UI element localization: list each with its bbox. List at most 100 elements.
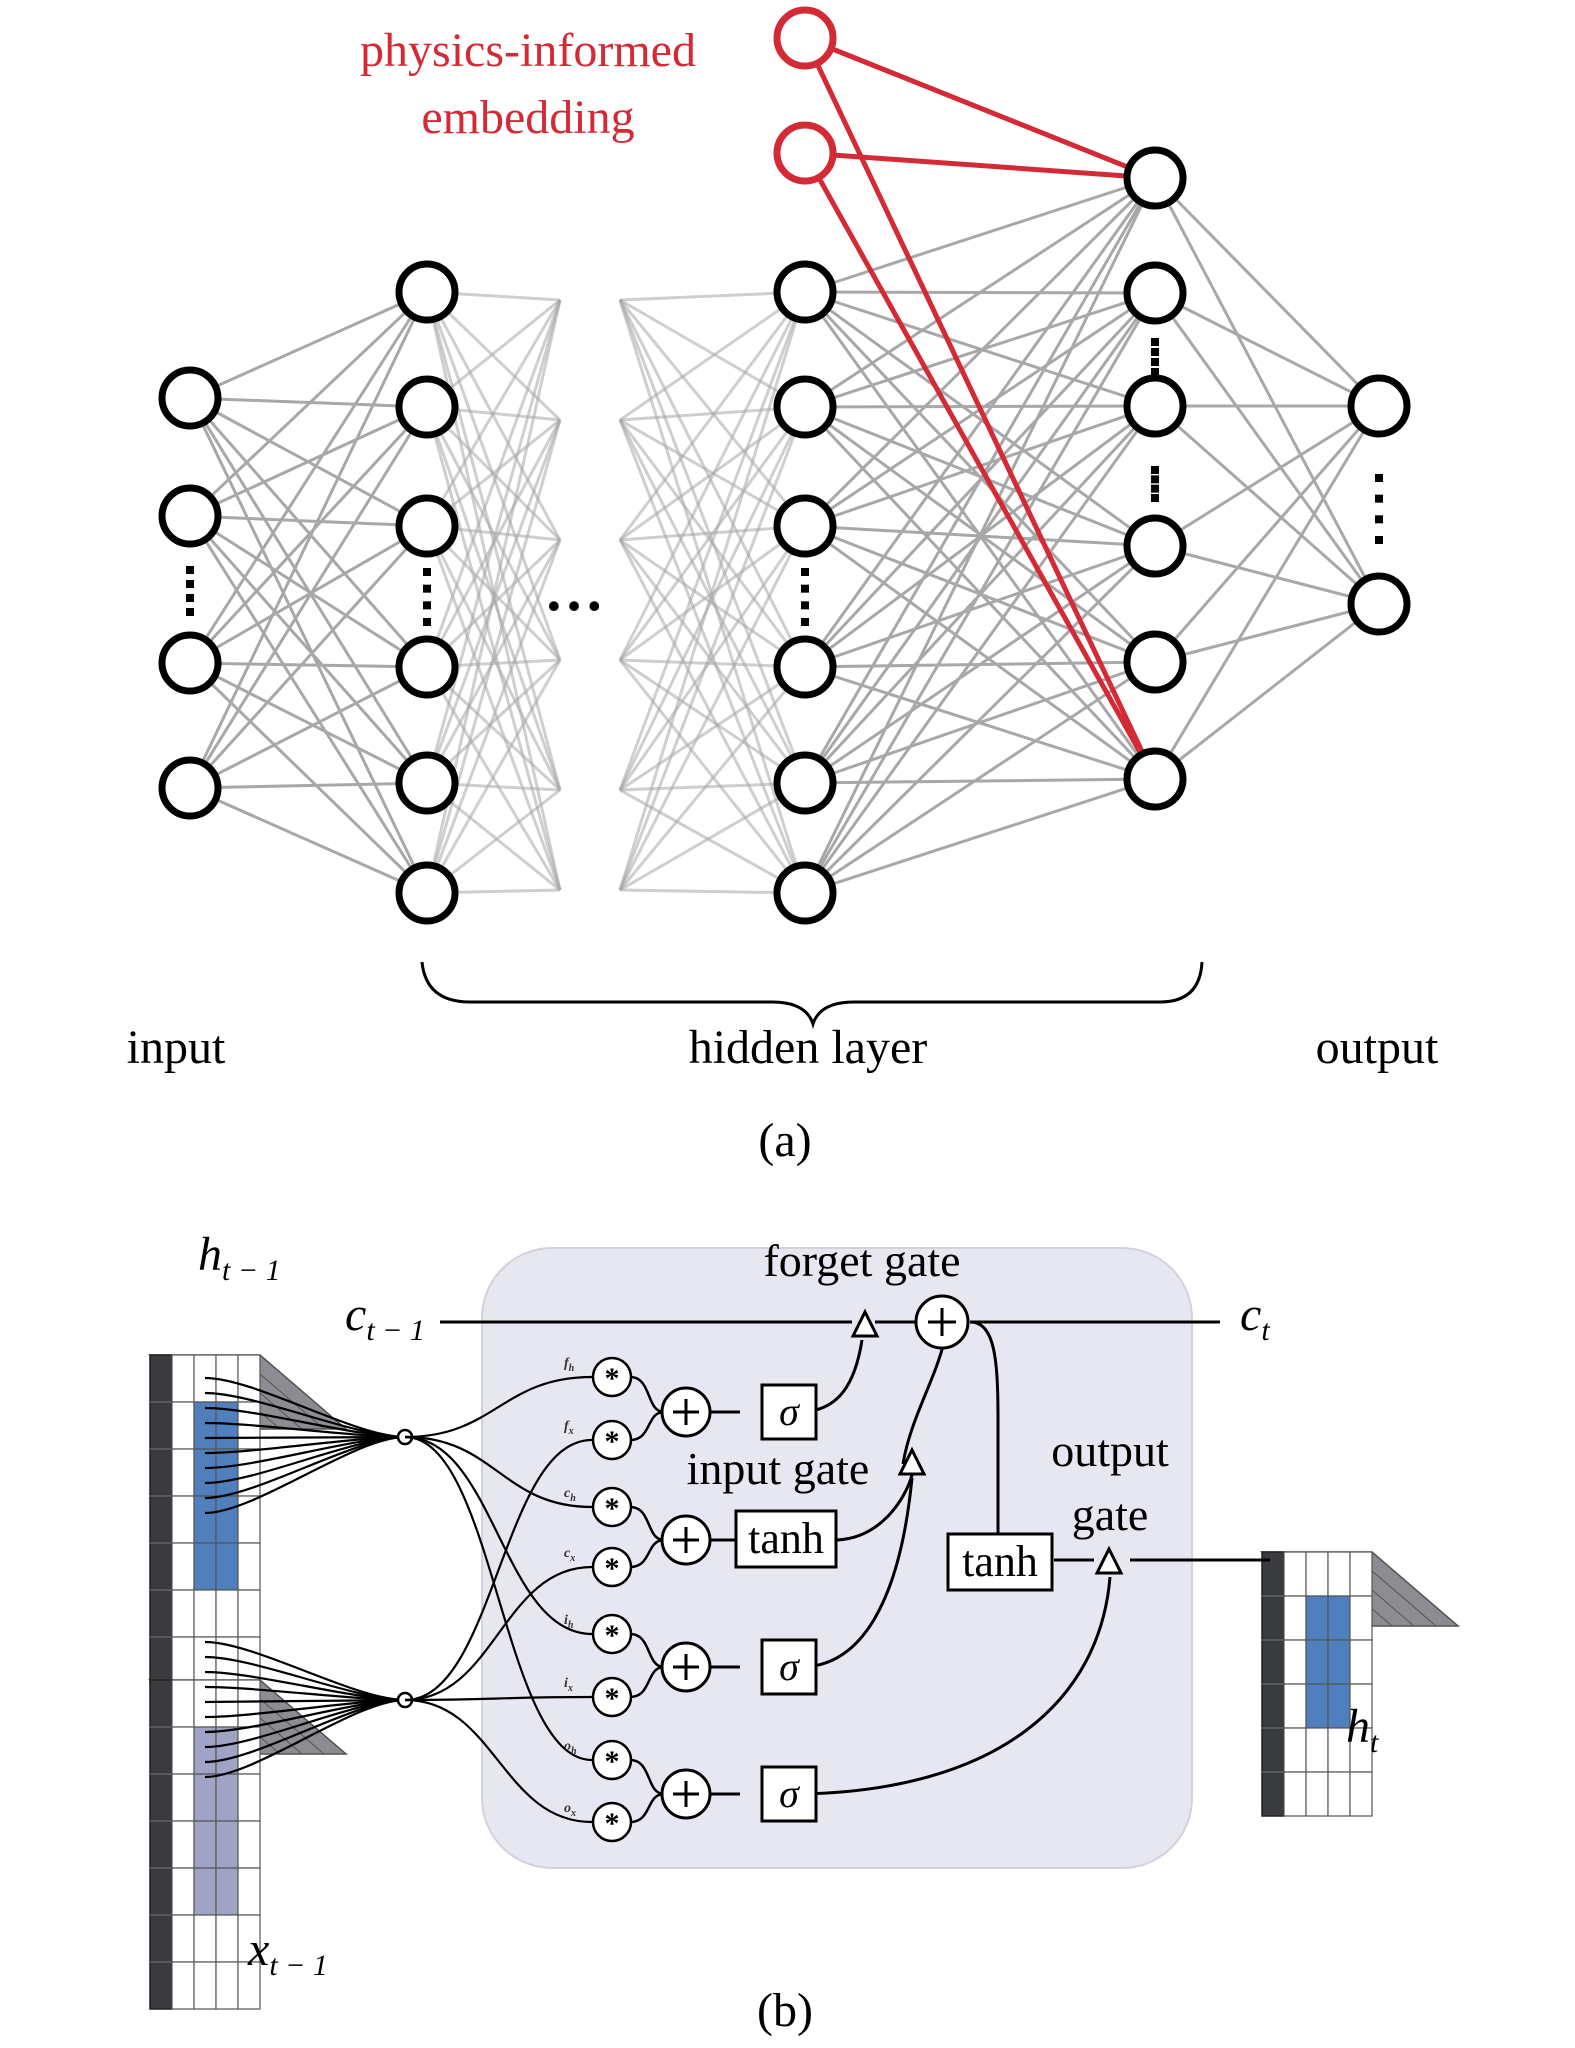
- product-line: [629, 1792, 665, 1824]
- weight-line: [404, 1698, 593, 1824]
- ellipsis-dot: [423, 568, 431, 576]
- hidden-node: [1123, 261, 1187, 325]
- multiply-symbol: *: [605, 1492, 620, 1525]
- operator-nodes: *fh*fx*ch*cx*ih*ix*oh*ox: [564, 1356, 712, 1843]
- input-gate-triangle: [897, 1446, 927, 1476]
- multiply-symbol: *: [605, 1807, 620, 1840]
- connection-line: [803, 544, 1157, 895]
- hidden-node: [1123, 630, 1187, 694]
- connection-line: [425, 659, 562, 894]
- ellipsis-dot: [1151, 368, 1159, 376]
- hidden-node: [395, 375, 459, 439]
- connection-line: [804, 544, 1156, 785]
- product-line: [629, 1632, 665, 1669]
- connection-line: [188, 397, 429, 668]
- activation-boxes: σ tanh σ σ tanh: [734, 1383, 1054, 1823]
- multiply-symbol: *: [605, 1425, 620, 1458]
- weight-line: [404, 1695, 593, 1702]
- ellipsis-dot: [1151, 475, 1159, 484]
- multiply-symbol: *: [605, 1619, 620, 1652]
- ellipsis-dot: [801, 584, 809, 593]
- connection-line: [618, 419, 807, 894]
- forget-gate-label: forget gate: [763, 1235, 960, 1286]
- embedding-line: [804, 35, 1156, 181]
- hidden-node: [773, 260, 837, 324]
- connection-line: [1153, 177, 1381, 605]
- connection-line: [804, 544, 1156, 669]
- output-gate-label-line1: output: [1051, 1425, 1169, 1476]
- connection-line: [619, 418, 806, 528]
- x-prev-label: xt − 1: [247, 1923, 328, 1982]
- weight-label: fh: [564, 1356, 575, 1374]
- input-node: [158, 631, 222, 695]
- multiply-node: [591, 1486, 633, 1528]
- ellipsis-dot: [1375, 515, 1383, 524]
- ellipsis-dot: [423, 618, 431, 626]
- vertical-ellipses: [186, 338, 1383, 626]
- ellipsis-dot: [1151, 358, 1159, 366]
- input-tanh-box: [734, 1509, 838, 1569]
- connection-line: [618, 539, 807, 894]
- product-line: [629, 1758, 665, 1796]
- output-gate-triangle: [1094, 1545, 1124, 1575]
- connection-line: [618, 539, 807, 784]
- c-prev-label: ct − 1: [345, 1288, 425, 1347]
- forget-gate-triangle: [850, 1308, 880, 1338]
- connection-line: [618, 659, 807, 894]
- product-line: [629, 1410, 665, 1442]
- weight-line: [404, 1565, 593, 1702]
- connection-line: [1153, 292, 1381, 605]
- multiply-node: [591, 1356, 633, 1398]
- connection-line: [1153, 176, 1381, 408]
- connection-line: [804, 176, 1156, 409]
- label-output: output: [1316, 1021, 1439, 1074]
- connection-line: [425, 539, 562, 894]
- fan-line: [204, 1435, 406, 1515]
- ellipsis-dot: [186, 566, 194, 574]
- connection-line: [188, 515, 429, 894]
- weight-label: cx: [564, 1546, 575, 1564]
- hidden-node: [773, 375, 837, 439]
- hidden-node: [395, 494, 459, 558]
- forget-sigma-box: [760, 1383, 818, 1441]
- connection-line: [425, 299, 562, 527]
- connection-line: [188, 291, 429, 789]
- connection-line: [189, 405, 428, 518]
- input-gate-label: input gate: [687, 1443, 870, 1494]
- connection-line: [1154, 602, 1380, 781]
- connection-line: [803, 292, 1157, 894]
- connection-line: [188, 290, 429, 518]
- ellipsis-dot: [186, 580, 194, 588]
- connection-line: [803, 176, 1157, 528]
- connection-line: [804, 660, 1156, 785]
- panel-a-network: physics-informed embedding … input hidde…: [127, 6, 1439, 1167]
- hidden-layer-ellipsis: …: [544, 557, 604, 623]
- feature-map: [147, 1354, 349, 1685]
- input-node: [158, 756, 222, 820]
- hidden-node: [395, 751, 459, 815]
- ellipsis-dot: [801, 618, 809, 626]
- connection-line: [189, 786, 428, 895]
- connection-line: [1154, 544, 1380, 606]
- cell-wires: [440, 1320, 1270, 1796]
- connection-line: [1154, 404, 1380, 548]
- ellipsis-dot: [186, 608, 194, 616]
- weight-label: oh: [564, 1739, 577, 1757]
- hidden-node: [395, 260, 459, 324]
- feature-map: [1259, 1551, 1461, 1817]
- connection-line: [804, 405, 1156, 548]
- output-tanh-box: [946, 1532, 1054, 1592]
- input-node: [158, 366, 222, 430]
- embedding-line: [804, 150, 1156, 181]
- hidden-layer-brace: [420, 961, 1204, 1029]
- ellipsis-dot: [1151, 348, 1159, 356]
- connection-line: [803, 177, 1157, 784]
- connection-line: [618, 525, 807, 891]
- connection-line: [804, 524, 1156, 781]
- connection-line: [189, 514, 428, 669]
- multiply-symbol: *: [605, 1552, 620, 1585]
- embedding-node: [773, 121, 837, 185]
- c-t-label: ct: [1240, 1288, 1270, 1347]
- label-hidden-layer: hidden layer: [689, 1021, 928, 1074]
- connection-line: [425, 299, 562, 668]
